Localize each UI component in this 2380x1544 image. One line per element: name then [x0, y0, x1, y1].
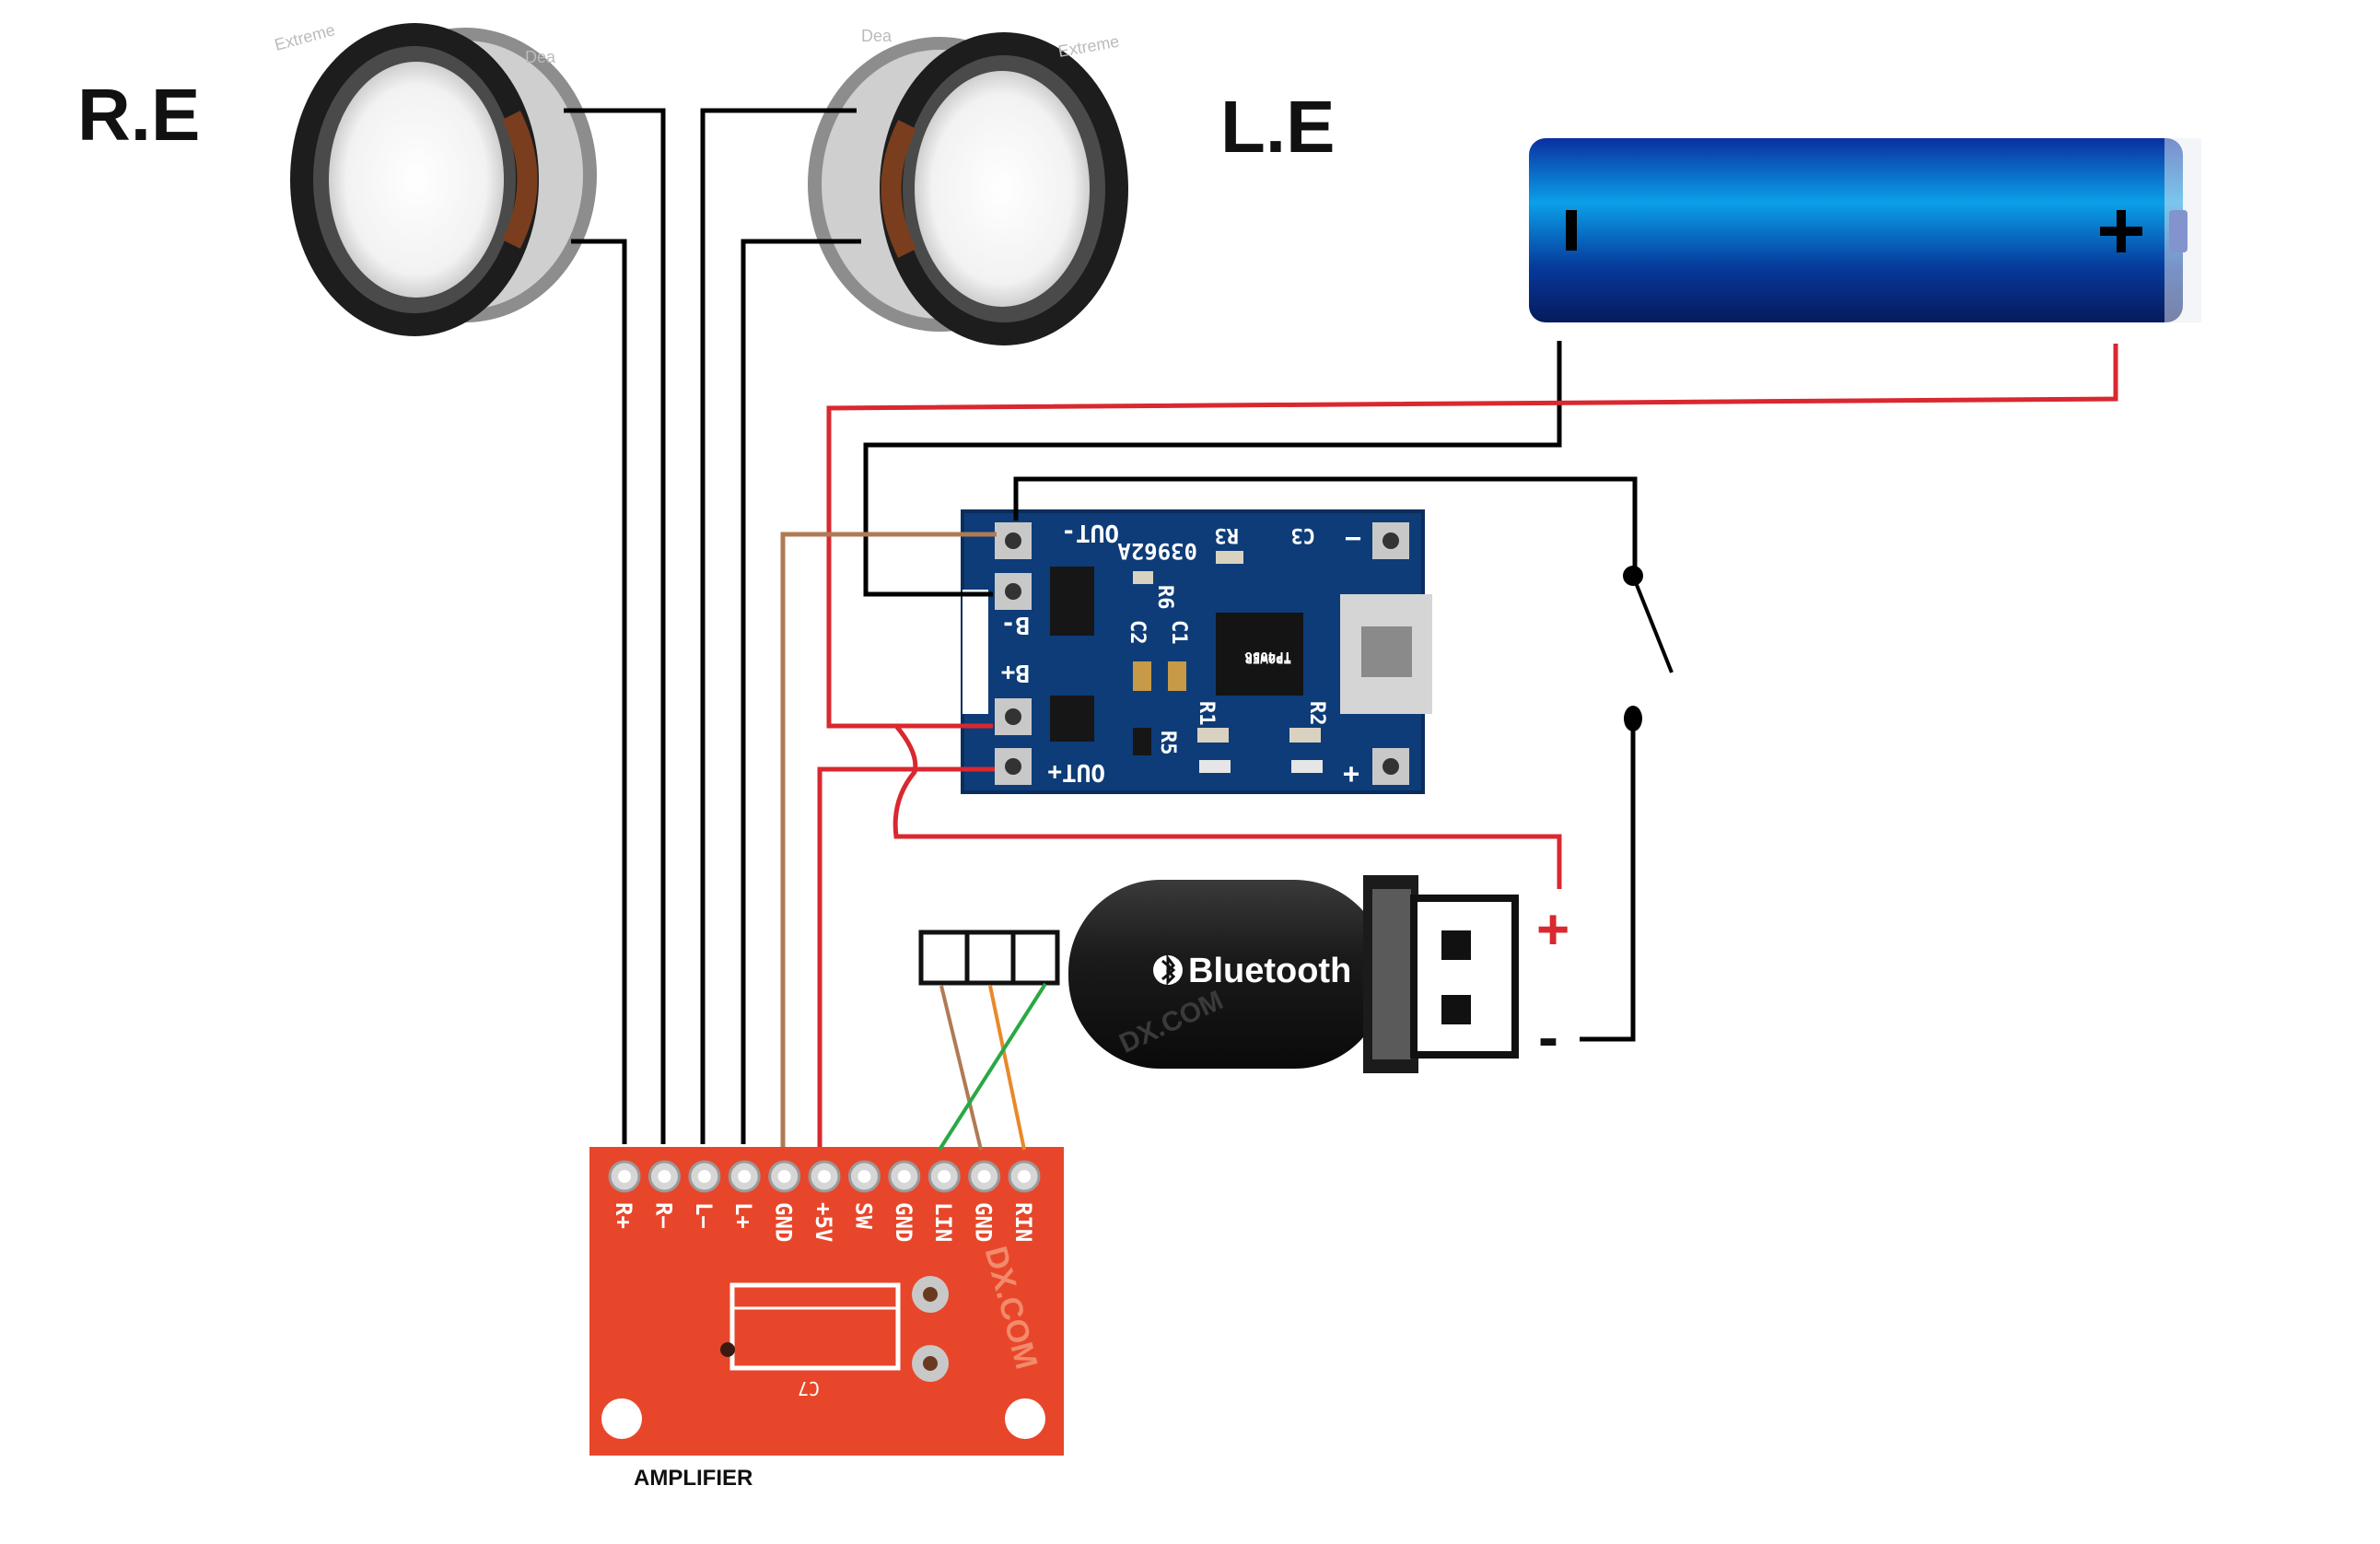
pad-b-plus: [995, 698, 1032, 735]
amp-pin-hole: [618, 1170, 631, 1183]
wire-switch-bt-minus: [1580, 719, 1636, 1042]
bluetooth-plus-label: +: [1536, 898, 1569, 962]
comp-label: C1: [1167, 620, 1190, 645]
amp-pin-hole: [977, 1170, 991, 1183]
left-speaker: Extreme Dea: [808, 27, 1128, 345]
switch-lever: [1631, 575, 1674, 673]
left-speaker-label: L.E: [1220, 86, 1335, 168]
amp-pin-label: R+: [611, 1202, 636, 1229]
amp-pin-label: GND: [891, 1202, 916, 1242]
amp-pin-hole: [818, 1170, 831, 1183]
wire-r-plus: [571, 239, 627, 1144]
right-speaker-label: R.E: [77, 74, 200, 156]
amp-pin-label: L+: [730, 1202, 756, 1229]
part-code-label: 03962A: [1117, 538, 1197, 564]
amp-pin-label: SW: [850, 1202, 876, 1229]
pin-label-b-plus: B+: [1001, 659, 1030, 686]
audio-header: [918, 930, 1060, 986]
amp-pin-hole: [777, 1170, 791, 1183]
wire-audio-left: [938, 982, 1047, 1152]
comp-label: R3: [1215, 523, 1240, 546]
speaker-watermark: Extreme: [1056, 32, 1120, 61]
right-speaker: Extreme Dea: [273, 20, 597, 336]
pad-b-minus: [995, 573, 1032, 610]
pad-out-plus: [995, 748, 1032, 785]
wire-out-minus-amp-gnd: [780, 532, 997, 1147]
amp-pin-label: LIN: [930, 1202, 956, 1242]
bluetooth-minus-label: -: [1538, 1002, 1558, 1070]
wire-r-minus: [564, 108, 666, 1144]
amp-pin-hole: [938, 1170, 951, 1183]
bluetooth-dongle: Bluetooth DX.COM + -: [918, 875, 1569, 1073]
comp-label: R5: [1156, 731, 1179, 755]
wire-out-plus-bt: [892, 724, 1562, 889]
battery: [1529, 138, 2201, 322]
amp-pin-label: RIN: [1010, 1202, 1036, 1242]
chip-label: TPOWER: [1244, 650, 1291, 665]
comp-label: C2: [1126, 620, 1149, 645]
wire-out-minus-switch: [1013, 476, 1638, 576]
bluetooth-brand: Bluetooth: [1188, 952, 1351, 990]
amp-pin-label: R−: [650, 1202, 676, 1229]
wire-audio-right: [988, 985, 1026, 1151]
charger-ic: [1216, 613, 1303, 696]
battery-negative-mark: [1566, 210, 1577, 251]
wire-battery-negative: [863, 341, 1562, 597]
amp-pin-hole: [897, 1170, 911, 1183]
pin-label-b-minus: B-: [1001, 611, 1030, 638]
amp-cap-label: C7: [798, 1377, 820, 1399]
speaker-watermark: Dea: [861, 27, 892, 45]
amp-pin-hole: [738, 1170, 752, 1183]
wire-l-plus: [741, 239, 861, 1144]
comp-label: R1: [1195, 701, 1218, 726]
comp-label: C3: [1291, 523, 1316, 546]
pin-label-out-minus: OUT-: [1061, 519, 1119, 546]
amp-pin-hole: [858, 1170, 871, 1183]
pad-out-minus: [995, 522, 1032, 559]
amp-pin-hole: [658, 1170, 671, 1183]
amp-pin-hole: [697, 1170, 711, 1183]
corner-plus-label: +: [1343, 758, 1359, 790]
mosfet-chip: [1050, 567, 1094, 636]
comp-label: R2: [1305, 701, 1328, 726]
wire-battery-positive: [826, 344, 2118, 729]
pin-label-out-plus: OUT+: [1047, 758, 1105, 786]
comp-label: R6: [1153, 585, 1176, 610]
wire-audio-gnd: [939, 985, 983, 1151]
amp-pin-label: GND: [771, 1202, 797, 1242]
switch-contact: [1623, 566, 1643, 586]
corner-minus-label: −: [1345, 522, 1361, 555]
amplifier-label: AMPLIFIER: [634, 1466, 752, 1491]
speaker-watermark: Dea: [525, 48, 556, 66]
amp-pin-label: GND: [971, 1202, 997, 1242]
amp-pin-label: L−: [691, 1202, 717, 1229]
amp-pin-hole: [1018, 1170, 1031, 1183]
charger-board: TPOWER TP4056 OUT- B- B+ OUT+ 03962A R3 …: [961, 509, 1432, 794]
wire-l-minus: [700, 108, 857, 1144]
wires: [564, 108, 2118, 1152]
speaker-watermark: Extreme: [273, 20, 337, 54]
chip-label: TP4056: [1244, 649, 1291, 663]
wire-out-plus-amp: [817, 766, 995, 1147]
amp-pin-row: R+ R− L− L+ GND +5V SW GND LIN GND RIN: [608, 1160, 1041, 1242]
amp-pin-label: +5V: [811, 1202, 836, 1242]
